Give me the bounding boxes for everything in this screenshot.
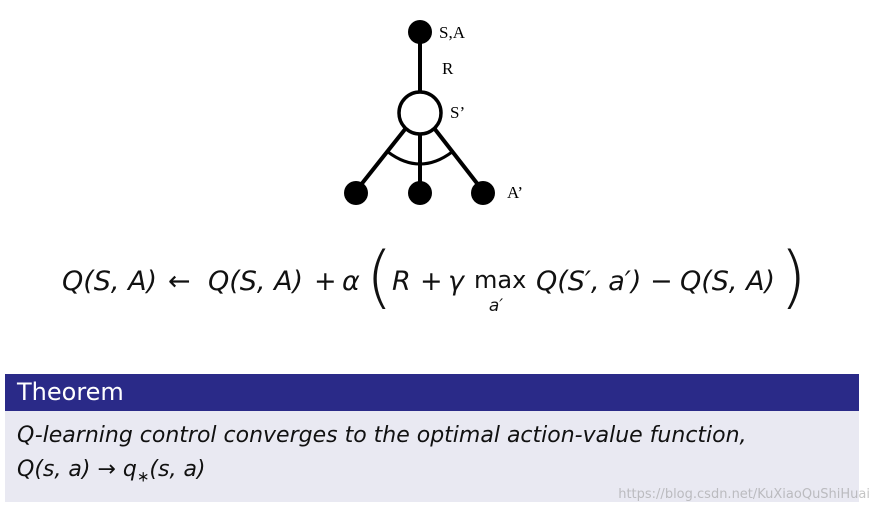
formula-q-current: Q(S, A) [208, 266, 304, 297]
theorem-q-symbol: q [122, 457, 137, 482]
theorem-line-1: Q-learning control converges to the opti… [17, 423, 747, 448]
theorem-star-subscript: ∗ [136, 467, 150, 486]
max-arc [387, 150, 453, 166]
theorem-block: Theorem Q-learning control converges to … [5, 374, 859, 502]
formula-gamma: γ [448, 266, 464, 297]
q-learning-update-formula: Q(S, A) ← Q(S, A) + α ( R + γ max a′ Q(S… [0, 244, 880, 330]
theorem-title: Theorem [5, 374, 859, 411]
theorem-q-star-args: (s, a) [149, 457, 206, 482]
formula-alpha: α [342, 266, 360, 297]
reward-label: R [442, 59, 454, 78]
action-label: A’ [507, 183, 523, 202]
formula-max-operator: max [474, 266, 527, 294]
formula-minus: − [650, 266, 673, 297]
formula-lhs: Q(S, A) [62, 266, 158, 297]
watermark-url: https://blog.csdn.net/KuXiaoQuShiHuai [618, 487, 870, 502]
theorem-q-star: q∗(s, a) [122, 457, 206, 486]
formula-arrow: ← [168, 266, 191, 297]
theorem-body: Q-learning control converges to the opti… [5, 411, 859, 493]
left-action-node [344, 181, 368, 205]
formula-reward: R [392, 266, 411, 297]
theorem-arrow: → [97, 457, 116, 482]
formula-max-subscript: a′ [488, 296, 504, 316]
root-label: S,A [439, 23, 466, 42]
formula-q-subtract: Q(S, A) [680, 266, 776, 297]
formula-max: max a′ [474, 250, 527, 330]
next-state-node [397, 90, 443, 136]
theorem-q-sa: Q(s, a) [17, 457, 91, 482]
formula-open-paren: ( [366, 238, 393, 317]
edge-state-to-left-action [354, 126, 408, 193]
root-action-node [408, 20, 432, 44]
state-label: S’ [450, 103, 465, 122]
formula-close-paren: ) [780, 238, 807, 317]
theorem-line-2: Q(s, a) → q∗(s, a) [17, 453, 859, 493]
middle-action-node [408, 181, 432, 205]
q-learning-backup-diagram: S,A R S’ A’ [344, 20, 523, 205]
formula-plus-2: + [420, 266, 443, 297]
formula-q-next: Q(S′, a′) [536, 266, 642, 297]
right-action-node [471, 181, 495, 205]
edge-state-to-right-action [432, 126, 485, 193]
formula-plus: + [314, 266, 337, 297]
